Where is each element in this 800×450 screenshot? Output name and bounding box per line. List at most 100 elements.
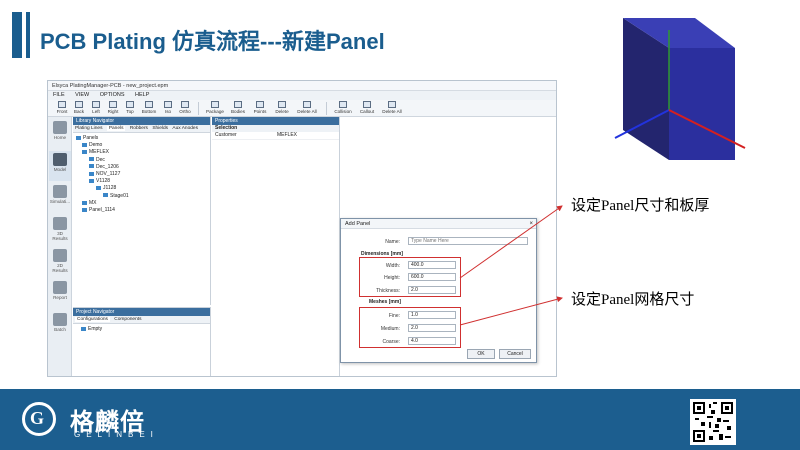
fine-label: Fine:: [388, 313, 400, 319]
thickness-input[interactable]: [408, 286, 456, 294]
left-view-button[interactable]: Left: [84, 101, 108, 116]
height-input[interactable]: [408, 273, 456, 281]
front-view-button[interactable]: Front: [50, 101, 74, 116]
panel-icon: [89, 171, 94, 176]
title-accent-bar: [12, 12, 22, 58]
calculator-icon: [53, 185, 67, 198]
ok-button[interactable]: OK: [467, 349, 495, 359]
cancel-button[interactable]: Cancel: [499, 349, 531, 359]
project-navigator-title: Project Navigator: [73, 308, 210, 316]
tree-item[interactable]: Dec: [73, 157, 210, 164]
name-input[interactable]: [408, 237, 528, 245]
folder-icon: [82, 207, 87, 212]
width-input[interactable]: [408, 261, 456, 269]
window-title: Elsyca PlatingManager-PCB - new_project.…: [48, 81, 556, 91]
folder-icon: [82, 200, 87, 205]
callout-size: 设定Panel尺寸和板厚: [571, 198, 710, 214]
delete-all-button[interactable]: Delete All: [293, 101, 321, 116]
tab-plating-lines[interactable]: Plating Lines: [75, 126, 103, 131]
name-label: Name:: [385, 239, 400, 245]
tree-item[interactable]: Empty: [73, 326, 210, 333]
delete-all-icon: [303, 101, 311, 108]
cube-icon: [58, 101, 66, 108]
gear-icon: [96, 186, 101, 191]
cube-icon: [181, 101, 189, 108]
cube-icon: [109, 101, 117, 108]
tab-aux-anodes[interactable]: Aux Anodes: [172, 126, 198, 131]
tree-item[interactable]: Demo: [73, 142, 210, 149]
sidebar-model[interactable]: Model: [49, 151, 71, 181]
sidebar-2d-results[interactable]: 2D Results: [49, 247, 71, 277]
delete-button[interactable]: Delete: [270, 101, 294, 116]
tab-panels[interactable]: Panels: [106, 126, 126, 131]
tab-components[interactable]: Components: [114, 317, 142, 322]
points-button[interactable]: Points: [248, 101, 272, 116]
thickness-label: Thickness:: [376, 288, 400, 294]
project-navigator: Project Navigator Configurations Compone…: [73, 307, 211, 376]
tree-item[interactable]: Dec_1206: [73, 164, 210, 171]
batch-icon: [53, 313, 67, 326]
medium-input[interactable]: [408, 324, 456, 332]
top-view-button[interactable]: Top: [118, 101, 142, 116]
menu-options[interactable]: OPTIONS: [99, 92, 125, 98]
ortho-view-button[interactable]: Ortho: [173, 101, 197, 116]
tree-item[interactable]: J1128: [73, 185, 210, 192]
slide-title: PCB Plating 仿真流程---新建Panel: [40, 29, 385, 54]
back-view-button[interactable]: Back: [67, 101, 91, 116]
tree-item[interactable]: MEFLEX: [73, 149, 210, 156]
tab-shields[interactable]: Shields: [152, 126, 169, 131]
callout-delete-all-button[interactable]: Delete All: [378, 101, 406, 116]
collision-icon: [339, 101, 347, 108]
footer-bar: [0, 389, 800, 450]
tree-item[interactable]: Stage01: [73, 193, 210, 200]
tree-item[interactable]: NOV_1127: [73, 171, 210, 178]
folder-icon: [82, 142, 87, 147]
tree-item[interactable]: Panels: [73, 135, 210, 142]
sidebar-batch[interactable]: Batch: [49, 311, 71, 341]
iso-view-button[interactable]: Iso: [156, 101, 180, 116]
right-view-button[interactable]: Right: [101, 101, 125, 116]
properties-title: Properties: [212, 117, 339, 125]
sidebar-home[interactable]: Home: [49, 119, 71, 149]
bottom-view-button[interactable]: Bottom: [137, 101, 161, 116]
close-icon[interactable]: ×: [529, 221, 533, 227]
collision-button[interactable]: Collision: [331, 101, 355, 116]
axis-z: [668, 109, 746, 149]
meshes-section-label: Meshes [mm]: [369, 299, 401, 305]
panel-front-face: [669, 48, 735, 160]
tab-configurations[interactable]: Configurations: [75, 317, 110, 322]
bodies-button[interactable]: Bodies: [226, 101, 250, 116]
meshes-highlight: [359, 307, 461, 348]
properties-pane: Properties Selection Customer MEFLEX: [212, 117, 340, 376]
tree-item[interactable]: Panel_1114: [73, 207, 210, 214]
folder-icon: [81, 326, 86, 331]
tree-item[interactable]: MX: [73, 200, 210, 207]
delete-icon: [278, 101, 286, 108]
panel-side-face: [623, 18, 669, 160]
menu-help[interactable]: HELP: [135, 92, 150, 98]
panel-icon: [89, 178, 94, 183]
project-tree: Empty: [73, 324, 210, 333]
sidebar-3d-results[interactable]: 3D Results: [49, 215, 71, 245]
fine-input[interactable]: [408, 311, 456, 319]
package-button[interactable]: Package: [203, 101, 227, 116]
panel-3d-illustration: [575, 10, 775, 160]
arrow-mesh: [459, 296, 563, 326]
coarse-input[interactable]: [408, 337, 456, 345]
add-panel-dialog: Add Panel × Name: Dimensions [mm] Width:…: [340, 218, 537, 363]
ribbon-separator: [198, 102, 199, 115]
ribbon-separator: [326, 102, 327, 115]
coarse-label: Coarse:: [382, 339, 400, 345]
tab-robbers[interactable]: Robbers: [129, 126, 148, 131]
callout-button[interactable]: Callout: [355, 101, 379, 116]
menu-bar: FILE VIEW OPTIONS HELP: [48, 91, 556, 100]
menu-file[interactable]: FILE: [53, 92, 65, 98]
tree-item[interactable]: V1128: [73, 178, 210, 185]
dimensions-highlight: [359, 257, 461, 297]
menu-view[interactable]: VIEW: [75, 92, 90, 98]
sidebar-simulation[interactable]: Simulati...: [49, 183, 71, 213]
property-row[interactable]: Customer MEFLEX: [212, 132, 339, 140]
arrow-size: [459, 205, 563, 279]
sidebar-report[interactable]: Report: [49, 279, 71, 309]
